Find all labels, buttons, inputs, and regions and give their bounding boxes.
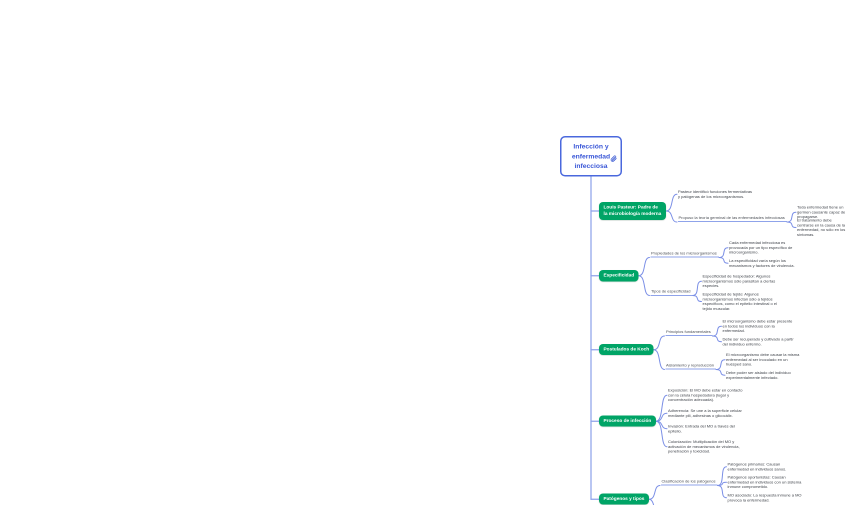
leaf-topic[interactable]: El tratamiento debe centrarse en la caus… xyxy=(797,218,846,237)
main-topic[interactable]: Proceso de infección xyxy=(599,415,656,427)
leaf-topic[interactable]: Adherencia: Se une a la superficie celul… xyxy=(668,408,742,418)
leaf-topic[interactable]: Colonización: Multiplicación del MO y ac… xyxy=(668,439,740,454)
leaf-topic[interactable]: El microorganismo debe estar presente en… xyxy=(722,319,793,334)
leaf-topic[interactable]: Exposición: El MO debe estar en contacto… xyxy=(668,388,743,403)
leaf-topic[interactable]: Debe ser recuperado y cultivado a partir… xyxy=(722,337,794,347)
main-topic[interactable]: Patógenos y tipos xyxy=(599,493,649,505)
subtopic-label[interactable]: Aislamiento y reproducción xyxy=(665,363,717,370)
leaf-topic[interactable]: El microorganismo debe causar la misma e… xyxy=(726,352,800,367)
leaf-topic[interactable]: Especificidad de tejido: Algunos microor… xyxy=(702,292,777,311)
main-topic[interactable]: Especificidad xyxy=(599,270,639,282)
subtopic-label[interactable]: Propuso la teoría germinal de las enferm… xyxy=(678,215,787,223)
subtopic-label[interactable]: Tipos de especificidad xyxy=(650,289,693,296)
leaf-topic[interactable]: Especificidad de hospedador: Algunos mic… xyxy=(702,274,776,289)
leaf-topic[interactable]: Patógenos primarios: Causan enfermedad e… xyxy=(727,462,787,472)
leaf-topic[interactable]: Invasión: Entrada del MO a través del ep… xyxy=(668,424,735,434)
subtopic-label[interactable]: Principios fundamentales xyxy=(665,329,713,337)
leaf-topic[interactable]: Debe poder ser aislado del individuo exp… xyxy=(726,370,791,380)
main-topic[interactable]: Louis Pasteur: Padre de la microbiología… xyxy=(599,202,666,220)
leaf-topic[interactable]: Cada enfermedad infecciosa es provocada … xyxy=(729,240,793,255)
subtopic-label[interactable]: Clasificación de los patógenos xyxy=(661,479,718,486)
attachment-icon[interactable] xyxy=(610,155,618,163)
root-topic[interactable]: Infección y enfermedad infecciosa xyxy=(560,136,622,177)
leaf-topic[interactable]: Patógenos oportunistas: Causan enfermeda… xyxy=(727,475,802,490)
root-topic-label: Infección y enfermedad infecciosa xyxy=(571,142,611,170)
leaf-topic[interactable]: MO asociado: La respuesta inmune a MO pr… xyxy=(727,493,802,503)
leaf-topic[interactable]: La especificidad varía según los mecanis… xyxy=(729,258,795,268)
main-topic[interactable]: Postulados de Koch xyxy=(599,343,654,356)
leaf-topic[interactable]: Pasteur identificó funciones fermentativ… xyxy=(678,189,753,199)
leaf-topic[interactable]: Toda enfermedad tiene un germen causante… xyxy=(797,205,846,220)
subtopic-label[interactable]: Propiedades de los microorganismos xyxy=(650,251,719,258)
